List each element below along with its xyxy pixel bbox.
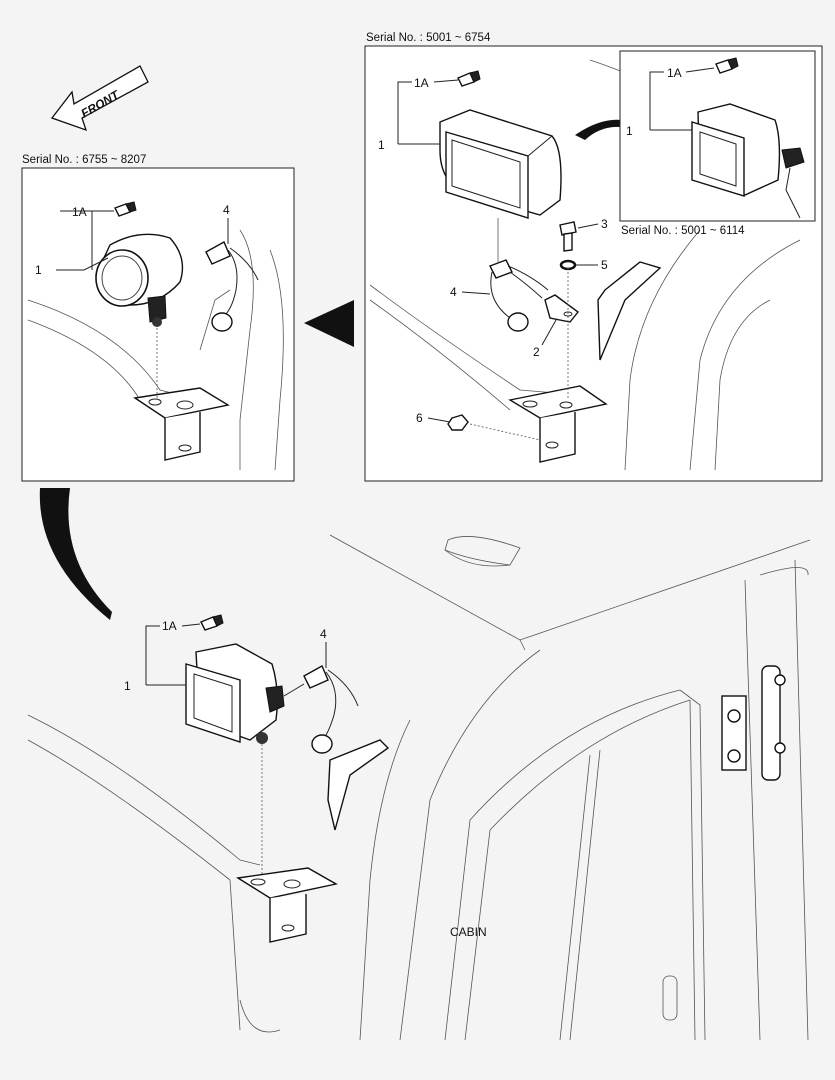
bolt-icon <box>559 221 577 252</box>
bulb-icon-main <box>200 614 224 631</box>
square-work-lamp-main <box>185 643 285 744</box>
harness-top-right <box>489 218 549 332</box>
callout-6: 6 <box>416 411 423 425</box>
callout-2: 2 <box>533 345 540 359</box>
callout-3: 3 <box>601 217 608 231</box>
callout-4-top-left: 4 <box>223 203 230 217</box>
cabin-label: CABIN <box>450 925 487 939</box>
lamp-bracket-icon <box>544 294 580 323</box>
nut-icon <box>447 414 469 431</box>
callout-1-top-right: 1 <box>378 138 385 152</box>
bulb-icon-top-left <box>114 201 137 217</box>
rectangular-work-lamp <box>439 109 562 219</box>
callout-1-main: 1 <box>124 679 131 693</box>
panel-top-left: Serial No. : 6755 ~ 8207 <box>21 154 295 482</box>
callout-5: 5 <box>601 258 608 272</box>
front-arrow: FRONT <box>50 65 149 132</box>
serial-label-top-right: Serial No. : 5001 ~ 6754 <box>366 32 491 44</box>
panel-inset: Serial No. : 5001 ~ 6114 1 1A <box>619 50 816 237</box>
serial-label-top-left: Serial No. : 6755 ~ 8207 <box>22 154 146 166</box>
bulb-icon-top-right <box>457 70 481 87</box>
harness-main <box>283 665 359 754</box>
washer-icon <box>559 259 577 271</box>
callout-1a-main: 1A <box>162 619 177 633</box>
callout-1a-inset: 1A <box>667 66 682 80</box>
cabin-main-view: 1 1A 4 CABIN <box>27 534 811 1041</box>
panel-top-right: Serial No. : 5001 ~ 6754 <box>364 32 823 482</box>
square-work-lamp-inset <box>691 103 805 219</box>
harness-top-left <box>205 241 259 332</box>
door-hinge <box>721 665 786 781</box>
callout-4-main: 4 <box>320 627 327 641</box>
callout-1-top-left: 1 <box>35 263 42 277</box>
callout-1-inset: 1 <box>626 124 633 138</box>
callout-4-top-right: 4 <box>450 285 457 299</box>
serial-label-inset: Serial No. : 5001 ~ 6114 <box>621 225 745 237</box>
round-work-lamp <box>95 233 184 327</box>
pointer-triangle <box>304 300 354 347</box>
callout-1a-top-left: 1A <box>72 205 87 219</box>
curved-pointer <box>39 488 112 620</box>
callout-1a-top-right: 1A <box>414 76 429 90</box>
bulb-icon-inset <box>715 57 739 74</box>
